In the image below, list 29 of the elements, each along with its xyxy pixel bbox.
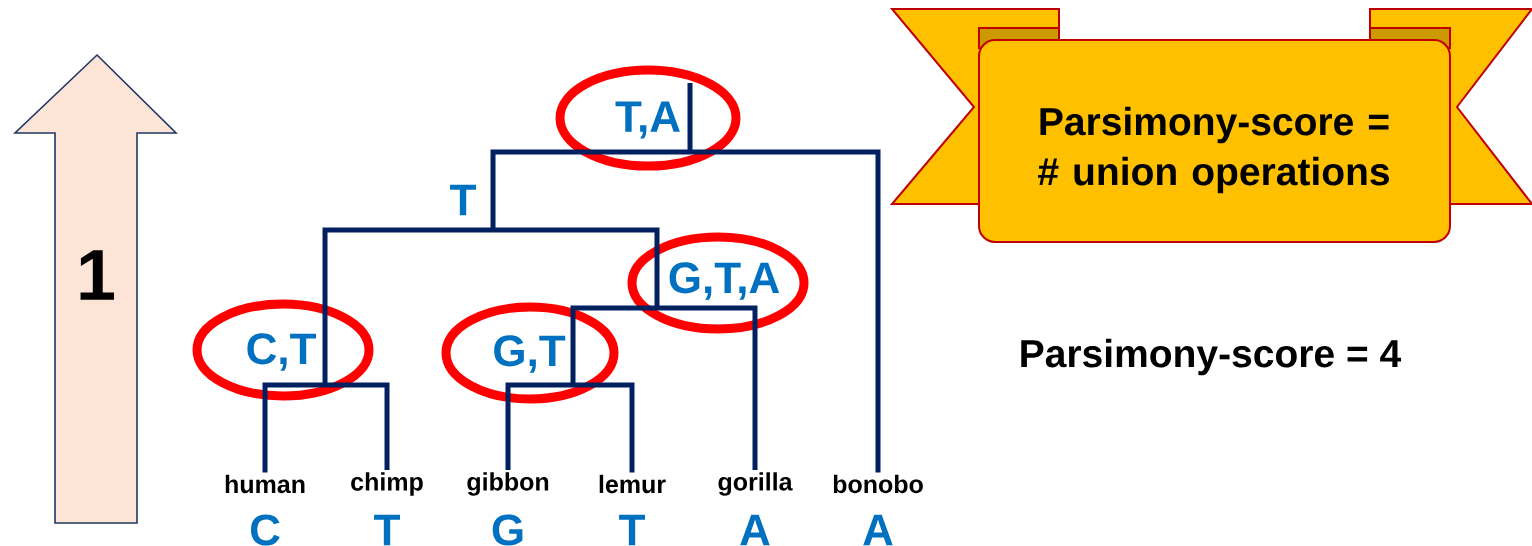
leaf-state: A (863, 514, 893, 546)
tree-branch (505, 382, 573, 470)
leaf-state: T (374, 514, 400, 546)
tree-branch (573, 382, 635, 473)
leaf-name: chimp (351, 472, 423, 496)
leaf-state: T (619, 514, 645, 546)
tree-branch (325, 382, 390, 470)
leaf-state: A (740, 514, 770, 546)
leaf-name: bonobo (833, 474, 923, 494)
leaf-state: G (492, 514, 523, 546)
state-set-label: T (450, 184, 476, 216)
leaf-state: C (250, 514, 280, 546)
leaf-name: gibbon (467, 472, 549, 496)
tree-branch (262, 382, 325, 473)
tree-branch (322, 227, 493, 385)
tree-branch (493, 227, 660, 308)
tree-branch (657, 305, 758, 470)
leaf-name: gorilla (718, 472, 793, 496)
circled-state-set: T,A (555, 65, 741, 171)
tree-branch (570, 305, 657, 385)
tree-branch (490, 149, 690, 230)
circled-state-set: C,T (192, 299, 374, 401)
score-text: Parsimony-score = 4 (1021, 338, 1402, 376)
circled-state-set: G,T,A (627, 232, 809, 334)
tree-branch (690, 149, 881, 473)
circled-state-set: G,T (441, 302, 619, 404)
ribbon-banner: Parsimony-score = # union operations (889, 8, 1532, 243)
leaf-name: human (225, 474, 305, 494)
leaf-name: lemur (599, 474, 666, 494)
